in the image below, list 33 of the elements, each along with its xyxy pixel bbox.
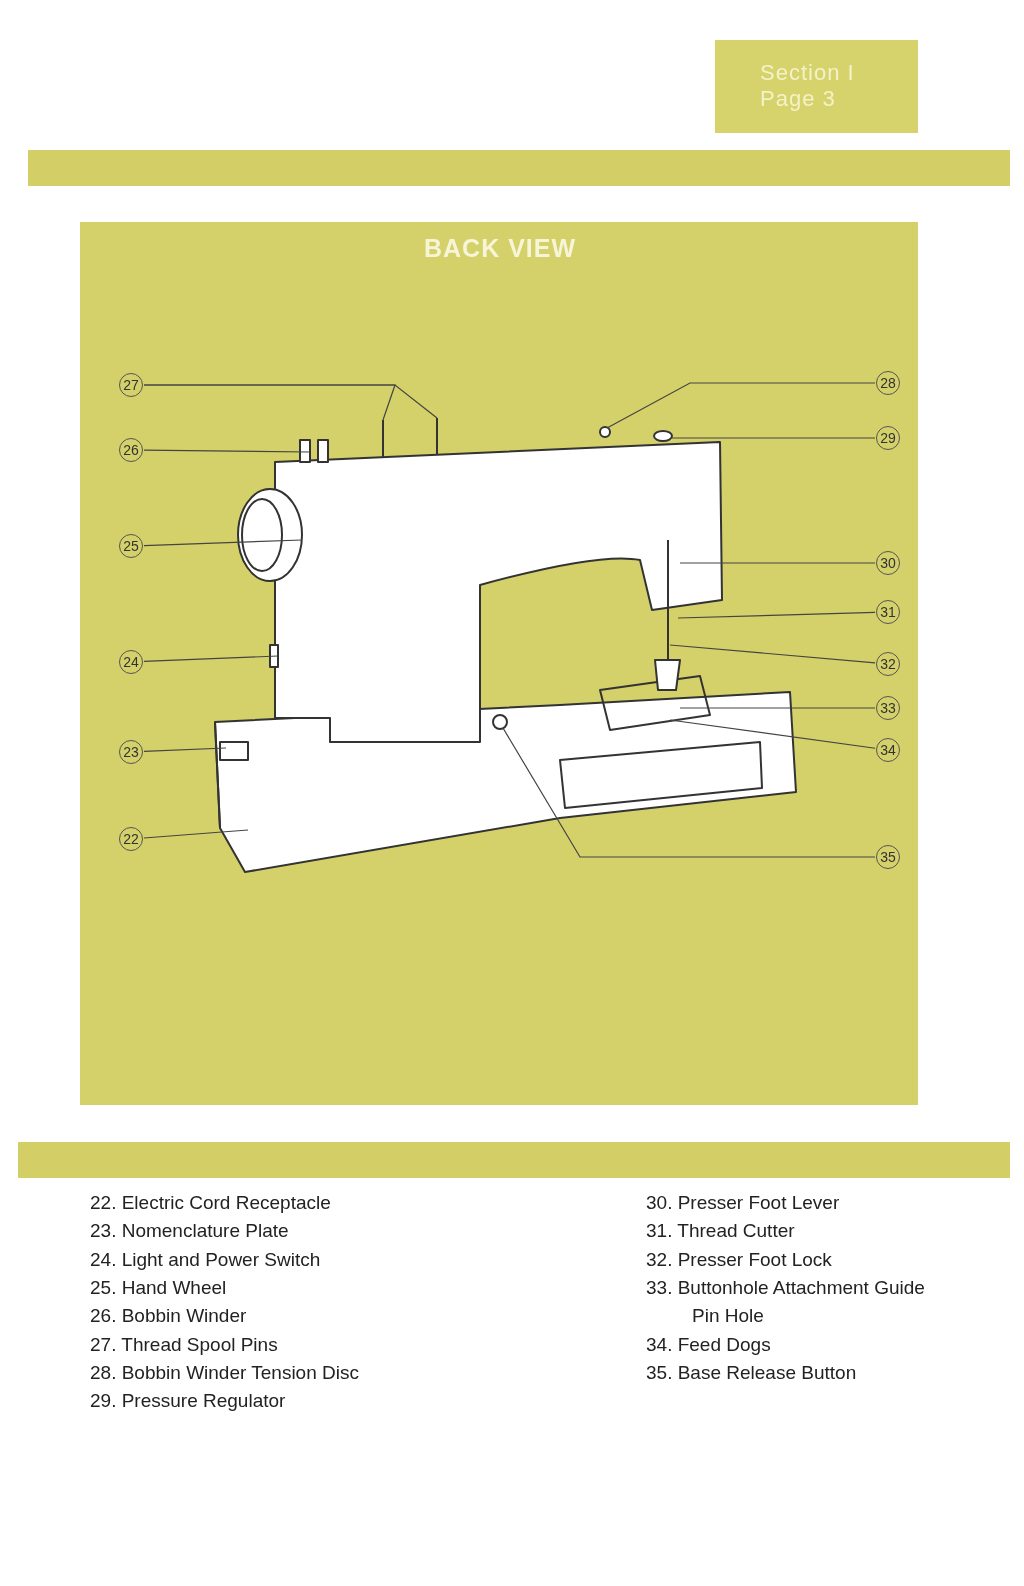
leader-line <box>143 655 279 663</box>
parts-list-item: 27. Thread Spool Pins <box>90 1332 279 1357</box>
parts-list-item: 31. Thread Cutter <box>646 1219 796 1244</box>
parts-list-item: 34. Feed Dogs <box>646 1332 772 1357</box>
color-bar <box>18 1142 1010 1178</box>
parts-list-item: 22. Electric Cord Receptacle <box>90 1191 332 1215</box>
parts-list-item: 28. Bobbin Winder Tension Disc <box>90 1360 360 1385</box>
parts-list-item: 25. Hand Wheel <box>90 1275 228 1300</box>
parts-list-item: 32. Presser Foot Lock <box>646 1247 833 1272</box>
leader-line <box>677 611 876 619</box>
leader-line <box>669 437 876 439</box>
heading: BACK VIEW <box>422 234 578 263</box>
parts-list-item: 30. Presser Foot Lever <box>646 1191 841 1215</box>
leader-line <box>143 539 303 547</box>
leader-line <box>679 562 876 564</box>
leader-line <box>502 727 876 858</box>
parts-list-item: 35. Base Release Button <box>646 1360 858 1385</box>
parts-list-item: 33. Buttonhole Attachment Guide Pin Hole <box>646 1275 926 1328</box>
leader-line <box>143 449 311 453</box>
leader-line <box>143 829 249 839</box>
section-label: Section I <box>760 60 856 86</box>
color-bar <box>28 150 1010 186</box>
parts-list-item: 26. Bobbin Winder <box>90 1304 248 1329</box>
leader-line <box>669 644 876 664</box>
leader-line <box>679 707 876 709</box>
parts-list-item: 24. Light and Power Switch <box>90 1247 322 1272</box>
section-label: Page 3 <box>760 86 837 112</box>
leader-line <box>143 384 438 419</box>
parts-list-item: 23. Nomenclature Plate <box>90 1219 290 1244</box>
leader-line <box>606 382 876 429</box>
leader-line <box>143 747 227 753</box>
parts-list-item: 29. Pressure Regulator <box>90 1389 287 1414</box>
leader-line <box>669 719 876 749</box>
